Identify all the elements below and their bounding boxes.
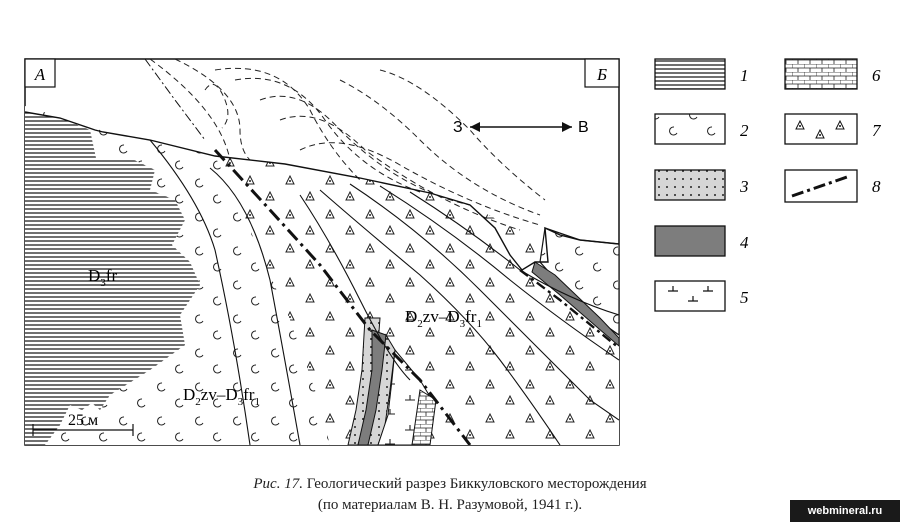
legend-number-8: 8 <box>872 177 881 196</box>
fault-line <box>213 148 472 445</box>
ground-surface <box>25 111 619 271</box>
legend-number-6: 6 <box>872 66 881 85</box>
corner-box-left <box>24 58 56 88</box>
brick-band <box>411 389 437 445</box>
fault-line-right <box>519 269 619 349</box>
direction-west: З <box>453 119 463 136</box>
legend-number-3: 3 <box>739 177 749 196</box>
legend-swatch-3 <box>654 169 726 201</box>
volcanic-unit <box>215 156 619 445</box>
figure-label: Рис. 17. <box>253 476 303 492</box>
legend-swatch-1 <box>654 58 726 90</box>
right-dark-band <box>531 261 619 347</box>
frasnian-unit <box>25 112 200 445</box>
legend-number-4: 4 <box>740 233 749 252</box>
corner-label-a: А <box>34 65 46 84</box>
corner-label-b: Б <box>596 65 607 84</box>
legend-number-2: 2 <box>740 121 749 140</box>
legend <box>654 58 858 312</box>
scale-bar <box>32 424 134 436</box>
legend-swatch-5 <box>654 280 726 312</box>
figure-caption-line-2: (по материалам В. Н. Разумовой, 1941 г.)… <box>317 497 583 513</box>
contact-lines <box>149 139 619 445</box>
legend-swatch-2 <box>654 113 726 145</box>
label-d2zv-d3fr1-upper: D2zv–D3fr1 <box>405 307 482 330</box>
corner-box-right <box>584 58 620 88</box>
legend-number-1: 1 <box>740 66 749 85</box>
figure-caption-line-1: Рис. 17. Геологический разрез Биккуловск… <box>0 476 900 493</box>
legend-number-7: 7 <box>872 121 882 140</box>
figure-title: Геологический разрез Биккуловского место… <box>306 476 647 492</box>
scale-label: 25 м <box>68 412 98 429</box>
legend-swatch-6 <box>784 58 858 90</box>
label-d3fr: D3fr <box>88 266 117 289</box>
label-d2zv-d3fr1-lower: D2zv–D3fr1 <box>183 385 260 408</box>
direction-east: В <box>578 119 589 136</box>
legend-swatch-4 <box>654 225 726 257</box>
legend-number-5: 5 <box>740 288 749 307</box>
double-arrow <box>470 122 572 132</box>
watermark-logo: webmineral.ru <box>790 500 900 522</box>
